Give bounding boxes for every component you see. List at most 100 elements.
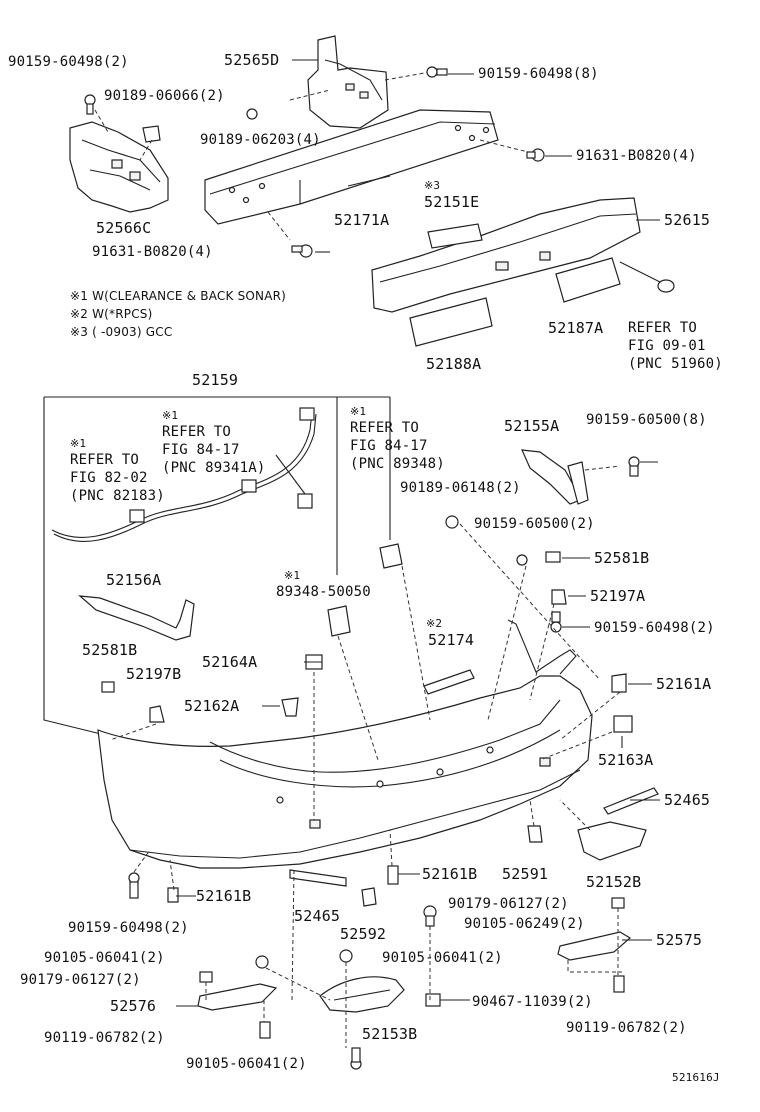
label-89348-50050: 89348-50050 [276,584,371,600]
label-91631-b0820-l: 91631-B0820(4) [92,244,213,260]
label-52575: 52575 [656,931,703,949]
connector-89348 [379,543,403,569]
molding-52465-right [603,787,659,815]
clip-90179-r [611,897,625,909]
retainer-52155a [521,449,589,505]
spacer-52188a [409,297,493,347]
molding-52465-lower [289,869,347,887]
label-52197b: 52197B [126,665,182,683]
label-pnc-89348: (PNC 89348) [350,456,445,472]
label-52161b-l: 52161B [196,887,252,905]
label-90189-06203: 90189-06203(4) [200,132,321,148]
label-52197a: 52197A [590,587,646,605]
note-2: ※2 W(*RPCS) [70,307,153,321]
label-52465-r: 52465 [664,791,711,809]
label-52565d: 52565D [224,51,280,69]
label-fig-82-02: FIG 82-02 [70,470,148,486]
bracket-52576 [197,983,278,1011]
label-52164a: 52164A [202,653,258,671]
clip-52581b-l [101,681,115,693]
label-90179-06127-l: 90179-06127(2) [20,972,141,988]
reinforcement-52171a [204,109,499,225]
label-pnc-82183: (PNC 82183) [70,488,165,504]
label-pnc-89341a: (PNC 89341A) [162,460,266,476]
label-52156a: 52156A [106,571,162,589]
label-52465-l: 52465 [294,907,341,925]
label-refer-to-a: REFER TO [628,320,698,336]
cover-52161a [611,673,627,693]
bolt-91631-r [526,148,545,162]
nut-90189-t [246,108,258,120]
label-90105-06249: 90105-06249(2) [464,916,585,932]
label-90105-06041-b: 90105-06041(2) [186,1056,307,1072]
label-90189-06148: 90189-06148(2) [400,480,521,496]
note-1: ※1 W(CLEARANCE & BACK SONAR) [70,289,287,303]
clip-52161b [167,887,179,903]
wire-harness-52159 [51,407,317,542]
nut-90189-06148 [445,515,459,529]
screw-90159-60500 [628,456,640,477]
clip-52162a [281,697,299,717]
towing-eye [619,261,675,293]
label-note1-mark-a: ※1 [162,409,179,422]
label-90105-06041-c: 90105-06041(2) [382,950,503,966]
label-52161a: 52161A [656,675,712,693]
clip-90189-tl [142,125,161,143]
leader-lines [109,59,660,1048]
label-note1-mark-c: ※1 [70,437,87,450]
label-52188a: 52188A [426,355,482,373]
clip-90179-l [199,971,213,983]
bracket-52152b [577,821,647,861]
label-52187a: 52187A [548,319,604,337]
label-52576: 52576 [110,997,157,1015]
label-refer-to-d: REFER TO [70,452,140,468]
label-52152b: 52152B [586,873,642,891]
cover-52163a [613,715,633,733]
screw-90159-60498-bl [128,872,140,899]
label-52151e: 52151E [424,193,480,211]
diagram-code: 521616J [672,1071,720,1084]
label-52615: 52615 [664,211,711,229]
label-90179-06127-r: 90179-06127(2) [448,896,569,912]
label-90159-60498-bl: 90159-60498(2) [68,920,189,936]
label-52581b-l: 52581B [82,641,138,659]
label-refer-to-b: REFER TO [162,424,232,440]
label-52159: 52159 [192,371,239,389]
label-90159-60500-2: 90159-60500(2) [474,516,595,532]
label-91631-b0820-r: 91631-B0820(4) [576,148,697,164]
retainer-52151e [427,223,483,249]
screw-90105-06041-c [339,949,353,963]
label-52592: 52592 [340,925,387,943]
clip-52197b [149,705,165,723]
label-note1-mark-d: ※1 [284,569,301,582]
label-52591: 52591 [502,865,549,883]
label-90119-06782-l: 90119-06782(2) [44,1030,165,1046]
bracket-52566c [69,121,169,213]
label-90159-60498-8: 90159-60498(8) [478,66,599,82]
screw-90105-06041-l [255,955,269,969]
bolt-91631-l [291,244,313,258]
screw-90159-60498-r [550,611,562,633]
sonar-bracket-89348-50050 [327,605,351,637]
label-note1-mark-b: ※1 [350,405,367,418]
screw-90119-l [259,1021,271,1039]
label-52161b-r: 52161B [422,865,478,883]
label-90159-60498-a: 90159-60498(2) [8,54,129,70]
screw-90159-60500-b [516,554,528,566]
screw-52161b-r [387,865,399,885]
label-90159-60500-8: 90159-60500(8) [586,412,707,428]
label-52566c: 52566C [96,219,152,237]
retainer-52156a [78,595,195,641]
label-fig-84-17-a: FIG 84-17 [162,442,240,458]
label-90159-60498-r: 90159-60498(2) [594,620,715,636]
label-refer-to-c: REFER TO [350,420,420,436]
label-90189-06066: 90189-06066(2) [104,88,225,104]
screw-90159-t [426,66,448,78]
bracket-52153b [319,976,405,1013]
label-pnc-51960: (PNC 51960) [628,356,723,372]
label-fig-09-01: FIG 09-01 [628,338,706,354]
label-note2-mark: ※2 [426,617,443,630]
spacer-52187a [555,257,621,303]
